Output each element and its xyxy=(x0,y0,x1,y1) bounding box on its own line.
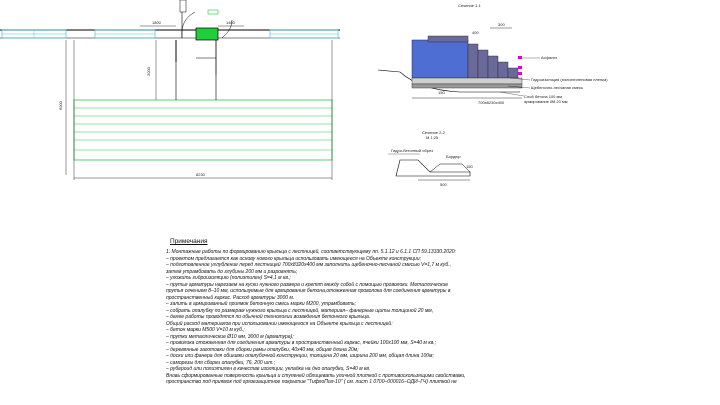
section-1-1: Сечение 1-1 300 400 150 700x8230x400 xyxy=(377,3,608,105)
window-mid xyxy=(94,29,156,39)
dim-400: 400 xyxy=(472,30,479,35)
door-opening xyxy=(179,0,233,41)
window-right xyxy=(269,29,339,39)
dim-6000: 6000 xyxy=(58,100,63,110)
dim-2000: 2000 xyxy=(146,66,151,76)
label-asphalt: Асфальт xyxy=(541,55,557,60)
section-2-scale: М 1:25 xyxy=(426,135,439,140)
note-line: Вновь сформированные поверхность крыльца… xyxy=(166,372,466,379)
section-2-2: Сечение 2-2 М 1:25 Гидро-бетонный обрез … xyxy=(388,130,473,187)
note-line: – собрать опалубку по размерам нужного к… xyxy=(166,307,434,314)
label-border: Бордюр xyxy=(446,154,461,159)
dim-150-b: 150 xyxy=(466,164,473,169)
note-line: – прутки металлические Ø10 мм, 3000 м (а… xyxy=(166,333,294,340)
section-1-title: Сечение 1-1 xyxy=(458,3,482,8)
note-line: – бетон марки М500 V=10 м куб.; xyxy=(166,327,245,333)
dim-1400: 1400 xyxy=(226,20,236,25)
note-line: пространство под приямок под грязезащитн… xyxy=(166,379,457,385)
note-line: прутья сечением 8–10 мм, используемые дл… xyxy=(166,288,451,294)
note-line: – проволока отожженная для соединения ар… xyxy=(166,340,436,346)
note-line: – рубероид или полиэтилен в качестве изо… xyxy=(166,366,371,372)
plan-view: 1800 1400 2000 6000 8230 xyxy=(0,0,340,180)
dim-700: 700x8230x400 xyxy=(478,100,505,105)
dim-1800: 1800 xyxy=(152,20,162,25)
window-left xyxy=(1,29,67,39)
note-line: – залить в армированный приямок бетонную… xyxy=(166,301,357,307)
dim-300: 300 xyxy=(498,22,505,27)
note-line: – прутья арматуры нарезаем на куски нужн… xyxy=(166,281,449,288)
label-gravel: Щебеночно-песчаная смесь xyxy=(531,85,583,90)
label-slab: Слой бетона 100 мм xyxy=(524,94,562,99)
magenta-markers xyxy=(518,56,522,75)
note-line: пространственный каркас. Расход арматуры… xyxy=(166,294,295,301)
note-line: – деревянные заготовки для сборки рамы о… xyxy=(166,346,359,353)
note-line: – уложить гидроизоляцию (полиэтилен) S=4… xyxy=(166,275,291,281)
note-line: – проектом предлагается как основу новог… xyxy=(166,255,421,262)
note-line: – подготовленное углубление перед лестни… xyxy=(166,262,451,268)
steps-hatch xyxy=(427,35,519,79)
dim-8230: 8230 xyxy=(196,172,206,177)
note-line: – далее работы проводятся по обычной тех… xyxy=(166,314,371,320)
dim-500: 500 xyxy=(440,182,447,187)
dim-150: 150 xyxy=(438,90,445,95)
note-line: Общий расход материалов при использовани… xyxy=(166,320,393,327)
note-line: 1. Монтажные работы по формированию крыл… xyxy=(166,249,456,255)
notes-title: Примечания xyxy=(170,238,208,245)
note-line: затем утрамбовать до глубины 200 мм и ра… xyxy=(166,268,298,275)
porch-steps xyxy=(74,107,332,151)
label-hydro: Гидроизоляция (полиэтиленовая пленка) xyxy=(531,77,608,82)
section-2-title: Сечение 2-2 xyxy=(422,130,446,135)
note-line: – доски или фанера для обшивки опалубочн… xyxy=(166,353,434,359)
note-line: – саморезы для сборки опалубки, 76, 200 … xyxy=(166,359,276,366)
label-edge: Гидро-бетонный обрез xyxy=(391,148,433,153)
label-rebar: армирование Ø8 20 мм xyxy=(524,99,568,104)
notes-block: Примечания 1. Монтажные работы по формир… xyxy=(166,238,711,405)
